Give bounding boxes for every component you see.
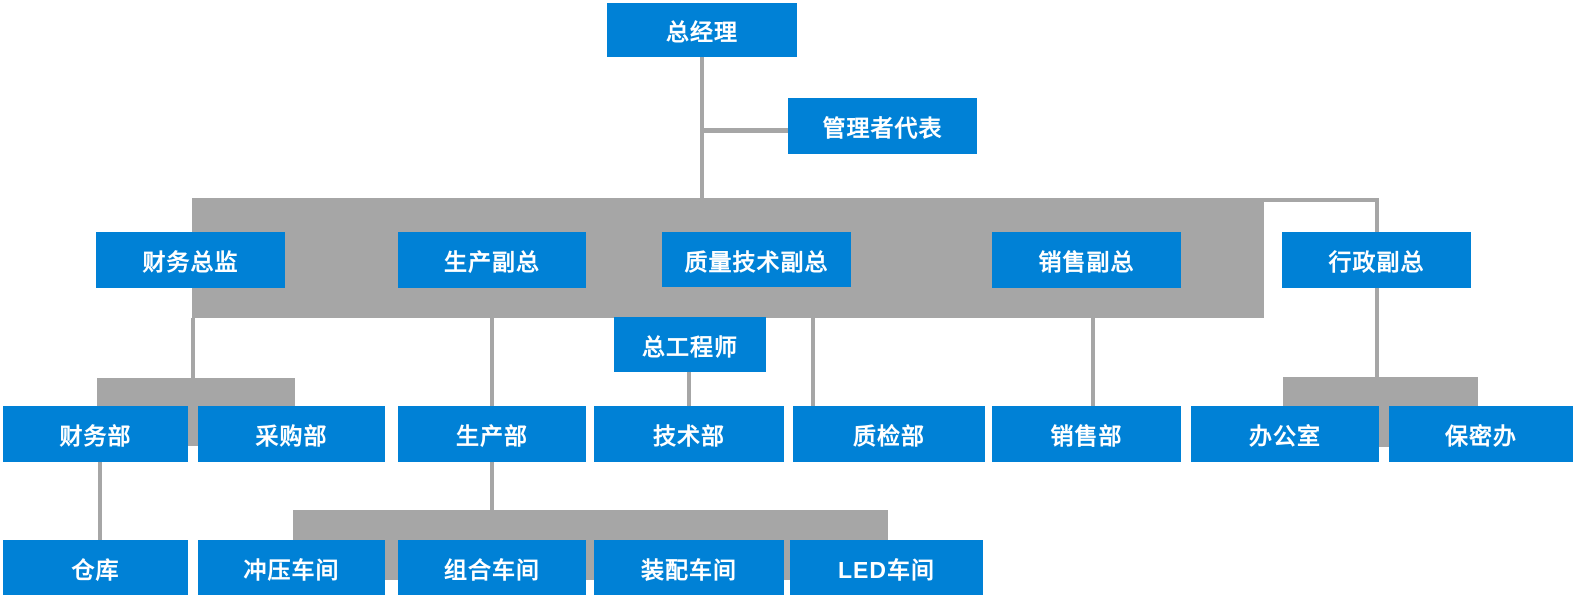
node-warehouse: 仓库 <box>3 540 188 595</box>
connector-admin-vp-horizontal <box>1264 198 1379 202</box>
connector-gm-vertical <box>700 57 704 198</box>
node-purchasing-dept: 采购部 <box>198 406 385 462</box>
node-quality-dept: 质检部 <box>793 406 985 462</box>
connector-finance-director-down <box>191 318 195 378</box>
connector-admin-vp-bottom <box>1375 288 1379 378</box>
node-assembly-workshop: 装配车间 <box>594 540 784 595</box>
node-finance-dept: 财务部 <box>3 406 188 462</box>
node-technology-dept: 技术部 <box>594 406 784 462</box>
connector-quality-down <box>811 318 815 406</box>
connector-band-workshops <box>293 510 888 580</box>
node-chief-engineer: 总工程师 <box>614 317 766 372</box>
connector-production-down <box>490 318 494 406</box>
node-production-dept: 生产部 <box>398 406 586 462</box>
node-admin-vp: 行政副总 <box>1282 232 1471 288</box>
connector-sales-down <box>1091 318 1095 406</box>
node-general-manager: 总经理 <box>607 3 797 57</box>
node-secrecy-office: 保密办 <box>1389 406 1573 462</box>
node-led-workshop: LED车间 <box>790 540 983 595</box>
node-stamping-workshop: 冲压车间 <box>198 540 385 595</box>
connector-production-dept-down <box>490 462 494 510</box>
node-management-representative: 管理者代表 <box>788 98 977 154</box>
node-office: 办公室 <box>1191 406 1379 462</box>
connector-admin-vp-top <box>1375 202 1379 232</box>
node-production-vp: 生产副总 <box>398 232 586 288</box>
connector-warehouse-down <box>98 462 102 540</box>
node-combination-workshop: 组合车间 <box>398 540 586 595</box>
connector-chief-engineer-down <box>687 372 691 406</box>
node-finance-director: 财务总监 <box>96 232 285 288</box>
node-sales-vp: 销售副总 <box>992 232 1181 288</box>
node-sales-dept: 销售部 <box>992 406 1181 462</box>
node-quality-tech-vp: 质量技术副总 <box>662 232 851 287</box>
connector-management-rep <box>702 128 788 133</box>
